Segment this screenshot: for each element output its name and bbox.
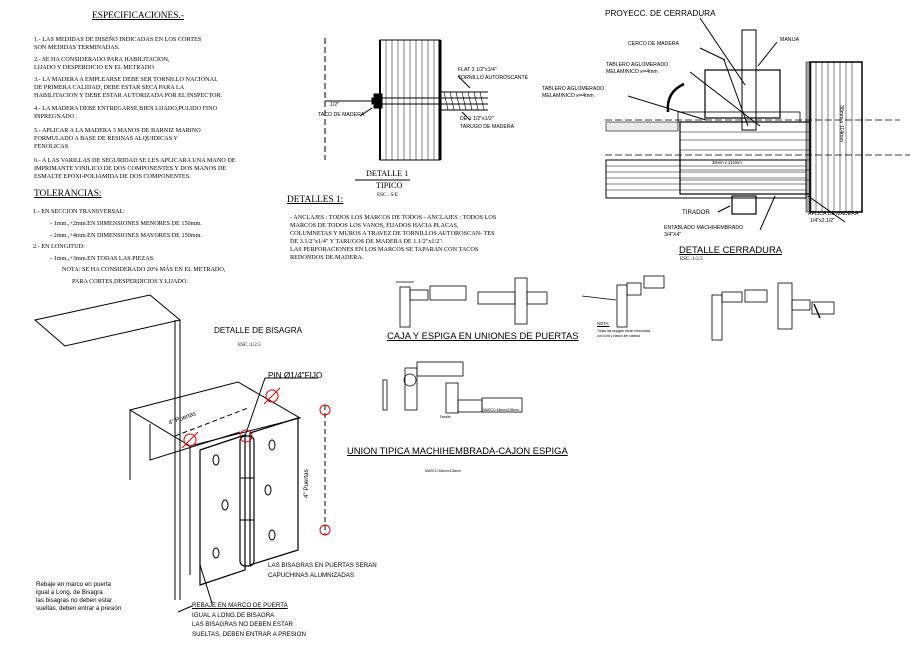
detalle1-flat-label: FLAT 3 1/2"x1/4" bbox=[458, 67, 497, 73]
caja-union-title: UNION TIPICA MACHIHEMBRADA-CAJON ESPIGA bbox=[347, 445, 568, 456]
bisagra-scale: ESC.:1/2.5 bbox=[238, 342, 261, 348]
cerradura-tablero-label-1: TABLERO AGLOMERADO bbox=[606, 62, 669, 68]
specs-title: ESPECIFICACIONES.- bbox=[92, 11, 184, 21]
tolerancias-line-7: PARA CORTES,DESPERDICIOS Y LIJADO. bbox=[72, 278, 189, 285]
tolerancias-line-5: - 1mm.,+3mm.EN TODAS LAS PIEZAS. bbox=[50, 255, 155, 262]
specs-item-4: 4.- LA MADERA DEBE ENTREGARSE BIEN LIJAD… bbox=[34, 105, 218, 121]
specs-item-6: 6.- A LAS VARILLAS DE SEGURIDAD SE LES A… bbox=[34, 157, 236, 181]
caja-union-sub: MARCO 63mmx135mm bbox=[425, 469, 461, 473]
tolerancias-line-4: 2.- EN LONGITUD: bbox=[33, 243, 85, 250]
cerradura-dim-h: 38mm x 114mm bbox=[712, 160, 742, 165]
tolerancias-line-3: - 2mm.,+4mm.EN DIMENSIONES MAYORES DE 15… bbox=[50, 232, 202, 239]
cerradura-tablero-label-4: MELAMINICO e=4mm bbox=[542, 93, 594, 99]
bisagra-puertas-label-b: 4" Puertas bbox=[303, 469, 310, 498]
tolerancias-line-1: 1.- EN SECCION TRANSVERSAL: bbox=[33, 208, 126, 215]
detalle1-title: DETALLE 1 bbox=[366, 169, 409, 178]
caja-espiga-drawing bbox=[382, 275, 835, 414]
tolerancias-title: TOLERANCIAS: bbox=[34, 189, 102, 199]
cerradura-tablero-label-3: TABLERO AGLOMERADO bbox=[542, 86, 605, 92]
cerradura-drawing bbox=[605, 17, 910, 231]
cerradura-aplica-label-1: APLICA DE MADERA bbox=[808, 211, 859, 217]
cerradura-tablero-label-2: MELAMINICO e=4mm bbox=[606, 69, 658, 75]
specs-item-1: 1.- LAS MEDIDAS DE DISEÑO INDICADAS EN L… bbox=[34, 36, 202, 52]
specs-item-3: 3.- LA MADERA A EMPLEARSE DEBE SER TORNI… bbox=[34, 76, 223, 100]
cerradura-tirador-label: TIRADOR bbox=[682, 209, 710, 216]
detalle1-taco-label: TACO DE MADERA bbox=[318, 112, 365, 118]
caja-nota-title: NOTA: bbox=[597, 321, 610, 326]
detalle1-scale: ESC.: S/E bbox=[377, 192, 399, 198]
tolerancias-line-6: NOTA: SE HA CONSIDERADO 20% MÁS EN EL ME… bbox=[62, 266, 226, 273]
bisagra-title: DETALLE DE BISAGRA bbox=[214, 326, 303, 335]
cerradura-cerco-label: CERCO DE MADERA bbox=[628, 41, 680, 47]
bisagra-red-markers bbox=[181, 387, 331, 536]
bisagra-pin-label: PIN Ø1/4"FIJO bbox=[268, 371, 323, 380]
cerradura-entablado-label-2: 3/4"X4" bbox=[664, 232, 682, 238]
cerradura-entablado-label-1: ENTABLADO MACHIHEMBRADO bbox=[664, 225, 744, 231]
detalle1-half-label: 1/2" bbox=[330, 102, 340, 108]
detalle1-tarugo-label: TARUGO DE MADERA bbox=[460, 124, 515, 130]
cerradura-scale: ESC.:1/2.5 bbox=[680, 256, 703, 262]
detalle1-tornillo-label: TORNILLO AUTOROSCANTE bbox=[458, 75, 529, 81]
caja-detalle-small: Detalle bbox=[440, 415, 451, 419]
cerradura-aplica-label-2: 1/4"x2.1/2" bbox=[810, 218, 836, 224]
bisagra-note-1: LAS BISAGRAS EN PUERTAS SERAN CAPUCHINAS… bbox=[268, 562, 377, 579]
tolerancias-line-2: - 1mm.,+2mm.EN DIMENSIONES MENORES DE 15… bbox=[50, 220, 202, 227]
detalles1-title: DETALLES 1: bbox=[287, 195, 344, 205]
detalles1-text: - ANCLAJES : TODOS LOS MARCOS DE TODOS -… bbox=[290, 214, 497, 262]
caja-nota-line-1: Todas las espigas seran reforzadas bbox=[597, 329, 651, 333]
specs-item-2: 2.- SE HA CONSIDERADO PARA HABILITACION,… bbox=[34, 56, 170, 72]
caja-marco-label: MARCO 63mmx135mm bbox=[483, 408, 519, 412]
bisagra-note-2: REBAJE EN MARCO DE PUERTA IGUAL A LONG.D… bbox=[192, 602, 306, 638]
cerradura-manija-label: MANIJA bbox=[780, 37, 800, 43]
bisagra-drawing bbox=[33, 294, 326, 613]
cerradura-proyecc-label: PROYECC. DE CERRADURA bbox=[605, 9, 716, 18]
caja-nota-line-2: con cola y clavos sin cabeza bbox=[597, 334, 640, 338]
detalle1-drawing bbox=[324, 38, 488, 161]
cerradura-dim-v: 38mm x 114mm bbox=[838, 105, 844, 142]
detalle1-subtitle: TIPICO bbox=[376, 181, 403, 190]
detalle1-tarugo-dim-label: DE 1 1/2"x1/2" bbox=[460, 116, 494, 122]
bisagra-note-3: Rebaje en marco en puerta igual a Long. … bbox=[36, 581, 122, 612]
caja-title: CAJA Y ESPIGA EN UNIONES DE PUERTAS bbox=[387, 330, 579, 341]
specs-item-5: 5.- APLICAR A LA MADERA 3 MANOS DE BARNI… bbox=[34, 127, 201, 151]
cerradura-title: DETALLE CERRADURA bbox=[679, 244, 782, 255]
detalle1-title-underline bbox=[355, 179, 410, 181]
